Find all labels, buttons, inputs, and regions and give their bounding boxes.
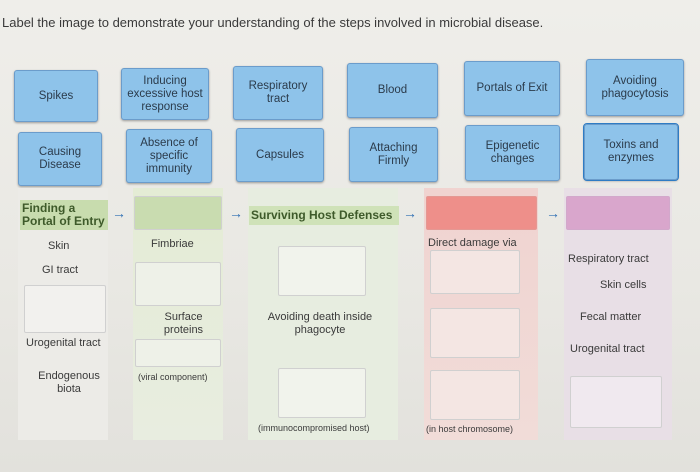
label-avoiding-death-inside-phagocyte: Avoiding death inside phagocyte xyxy=(267,311,373,336)
chip-inducing-excessive-host-response[interactable]: Inducing excessive host response xyxy=(121,68,209,120)
arrow-right-icon: → xyxy=(403,205,417,221)
drop-target-header-4[interactable] xyxy=(426,196,537,230)
drop-target-col3-a[interactable] xyxy=(278,246,366,296)
chip-epigenetic-changes[interactable]: Epigenetic changes xyxy=(465,125,560,181)
chip-spikes[interactable]: Spikes xyxy=(14,70,98,122)
label-urogenital-tract: Urogenital tract xyxy=(26,337,101,349)
chip-blood[interactable]: Blood xyxy=(347,63,438,118)
drop-target-col5[interactable] xyxy=(570,376,662,428)
drop-target-col4-c[interactable] xyxy=(430,370,520,420)
chip-causing-disease[interactable]: Causing Disease xyxy=(18,132,102,186)
drop-target-col2-a[interactable] xyxy=(135,262,221,306)
chip-capsules[interactable]: Capsules xyxy=(236,128,324,182)
label-endogenous-biota: Endogenous biota xyxy=(38,370,100,395)
chip-portals-of-exit[interactable]: Portals of Exit xyxy=(464,61,560,116)
header-surviving-host-defenses: Surviving Host Defenses xyxy=(249,206,399,225)
label-urogenital-tract-exit: Urogenital tract xyxy=(570,343,645,355)
label-gi-tract: GI tract xyxy=(42,264,79,276)
column-attachment xyxy=(133,188,223,440)
drop-target-col1[interactable] xyxy=(24,285,106,333)
arrow-right-icon: → xyxy=(112,205,126,221)
label-skin: Skin xyxy=(48,240,70,252)
arrow-right-icon: → xyxy=(229,205,243,221)
label-immunocompromised-host: (immunocompromised host) xyxy=(258,423,370,433)
label-fecal-matter: Fecal matter xyxy=(580,311,642,323)
drop-target-col3-b[interactable] xyxy=(278,368,366,418)
label-direct-damage-via: Direct damage via xyxy=(428,237,517,249)
arrow-right-icon: → xyxy=(546,205,560,221)
label-surface-proteins: Surface proteins xyxy=(163,311,204,336)
label-in-host-chromosome: (in host chromosome) xyxy=(426,424,514,434)
drop-target-col4-b[interactable] xyxy=(430,308,520,358)
drop-target-header-5[interactable] xyxy=(566,196,670,230)
header-finding-portal-of-entry: Finding a Portal of Entry xyxy=(20,200,108,230)
chip-avoiding-phagocytosis[interactable]: Avoiding phagocytosis xyxy=(586,59,684,116)
chip-attaching-firmly[interactable]: Attaching Firmly xyxy=(349,127,438,182)
label-skin-cells: Skin cells xyxy=(600,279,647,291)
chip-absence-of-specific-immunity[interactable]: Absence of specific immunity xyxy=(126,129,212,183)
instruction-text: Label the image to demonstrate your unde… xyxy=(2,15,544,30)
chip-respiratory-tract[interactable]: Respiratory tract xyxy=(233,66,323,120)
drop-target-col4-a[interactable] xyxy=(430,250,520,294)
label-respiratory-tract: Respiratory tract xyxy=(568,253,649,265)
chip-toxins-and-enzymes[interactable]: Toxins and enzymes xyxy=(583,123,679,181)
drop-target-header-2[interactable] xyxy=(134,196,222,230)
label-viral-component: (viral component) xyxy=(138,372,208,382)
label-fimbriae: Fimbriae xyxy=(151,238,194,250)
drop-target-col2-b[interactable] xyxy=(135,339,221,367)
